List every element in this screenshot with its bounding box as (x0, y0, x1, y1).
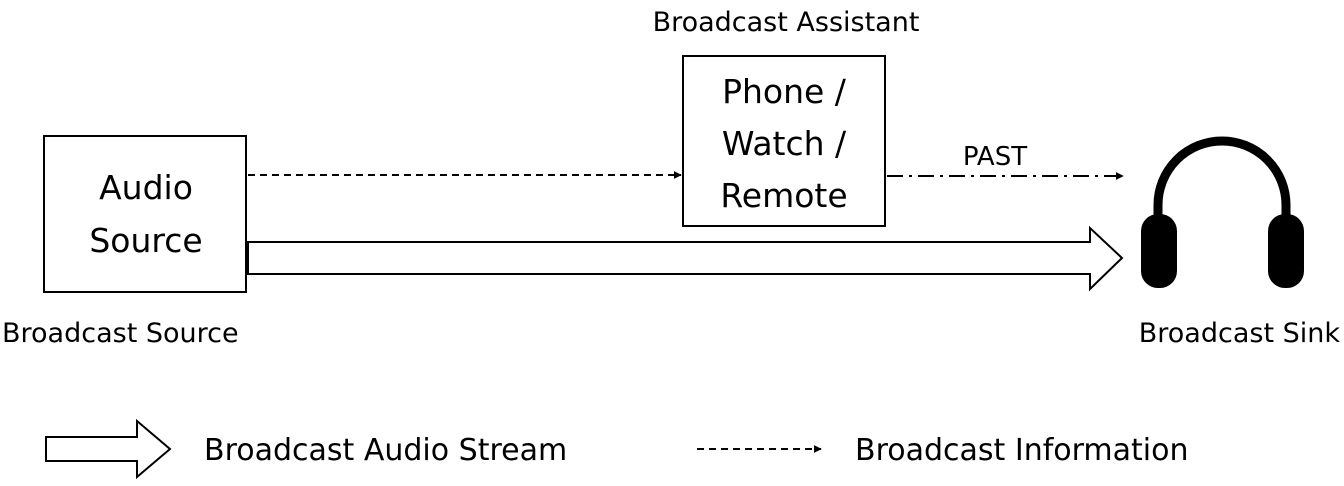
broadcast-sink-caption: Broadcast Sink (1139, 318, 1341, 349)
assistant-box-line-3: Remote (720, 176, 847, 215)
audio-source-box: Audio Source (43, 135, 247, 293)
source-box-line-1: Audio (99, 168, 193, 207)
assistant-box-line-1: Phone / (722, 72, 847, 111)
broadcast-source-caption: Broadcast Source (2, 318, 239, 349)
broadcast-assistant-caption: Broadcast Assistant (653, 7, 920, 38)
legend-audio-stream: Broadcast Audio Stream (45, 418, 567, 480)
assistant-box-line-2: Watch / (722, 124, 847, 163)
source-box-line-2: Source (89, 221, 202, 260)
legend-audio-stream-label: Broadcast Audio Stream (204, 433, 567, 468)
broadcast-assistant-box: Phone / Watch / Remote (682, 55, 886, 227)
legend-information: Broadcast Information (697, 433, 1189, 468)
headphones-icon (1141, 136, 1304, 288)
legend-hollow-arrow-icon (45, 418, 172, 480)
broadcast-audio-stream-arrow (247, 225, 1124, 292)
legend-information-label: Broadcast Information (855, 433, 1189, 468)
past-label: PAST (963, 142, 1027, 172)
